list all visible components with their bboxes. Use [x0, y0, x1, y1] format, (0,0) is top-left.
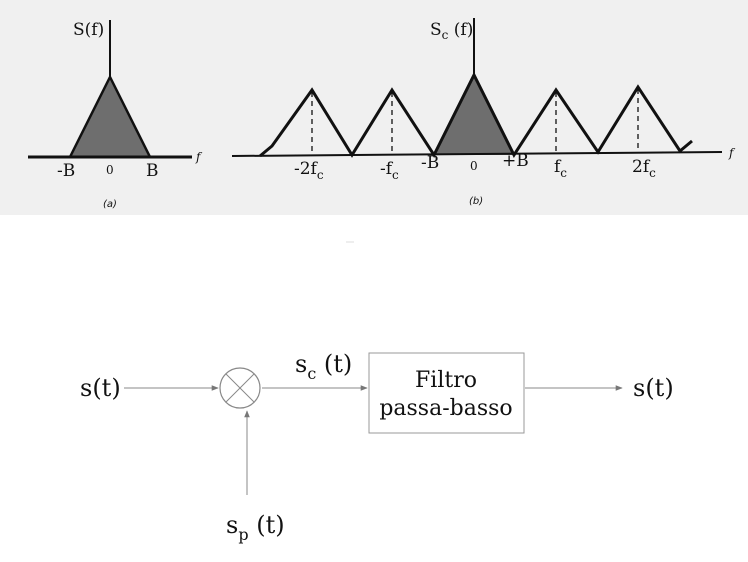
block-diagram-svg: s(t) sp (t) sc (t) Filtro passa-basso s(…	[80, 241, 674, 544]
spectrum-b-tick-neg2fc: -2fc	[294, 159, 324, 182]
spectrum-b-caption: (b)	[469, 196, 483, 207]
spectrum-a-tick-pos-b: B	[146, 161, 159, 181]
spectrum-b-axis-label: f	[728, 146, 736, 160]
spectrum-a-tick-neg-b: -B	[57, 161, 75, 181]
spectrum-a-triangle	[67, 74, 153, 159]
spectrum-b-tick-zero: 0	[470, 159, 478, 173]
spectrum-b-tick-neg-b: -B	[421, 153, 439, 173]
spectrum-b-shaded-baseband	[434, 75, 514, 155]
spectrum-b: Sc (f) -2fc -fc -B 0 +B fc 2fc f (b)	[231, 18, 736, 207]
spectrum-b-tick-negfc: -fc	[380, 159, 399, 182]
block-diagram: s(t) sp (t) sc (t) Filtro passa-basso s(…	[0, 215, 748, 558]
filter-label-line2: passa-basso	[379, 396, 512, 421]
spectrum-b-x-axis	[231, 151, 723, 157]
spectrum-a: S(f) -B 0 B f (a)	[28, 20, 203, 210]
spectrum-b-replicas	[259, 71, 693, 159]
spectrum-b-tick-pos-b: +B	[502, 151, 529, 171]
spectrum-a-caption: (a)	[103, 199, 117, 210]
spectrum-a-axis-label: f	[195, 150, 203, 164]
input-signal-label: s(t)	[80, 374, 121, 402]
product-signal-label: sc (t)	[295, 350, 352, 383]
spectrum-b-tick-fc: fc	[554, 157, 567, 180]
spectra-svg: S(f) -B 0 B f (a) Sc (f) -2fc -fc -B 0 +…	[28, 18, 736, 210]
spectrum-a-ylabel: S(f)	[73, 20, 104, 40]
filter-label-line1: Filtro	[415, 368, 477, 393]
carrier-signal-label: sp (t)	[226, 511, 285, 544]
spectra-figure: S(f) -B 0 B f (a) Sc (f) -2fc -fc -B 0 +…	[0, 0, 748, 215]
multiplier-symbol	[219, 367, 261, 409]
lowpass-filter-box	[368, 352, 525, 434]
spectrum-b-tick-2fc: 2fc	[632, 157, 656, 180]
spectrum-b-ylabel: Sc (f)	[430, 20, 473, 42]
output-signal-label: s(t)	[633, 374, 674, 402]
spectrum-a-tick-zero: 0	[106, 163, 114, 177]
